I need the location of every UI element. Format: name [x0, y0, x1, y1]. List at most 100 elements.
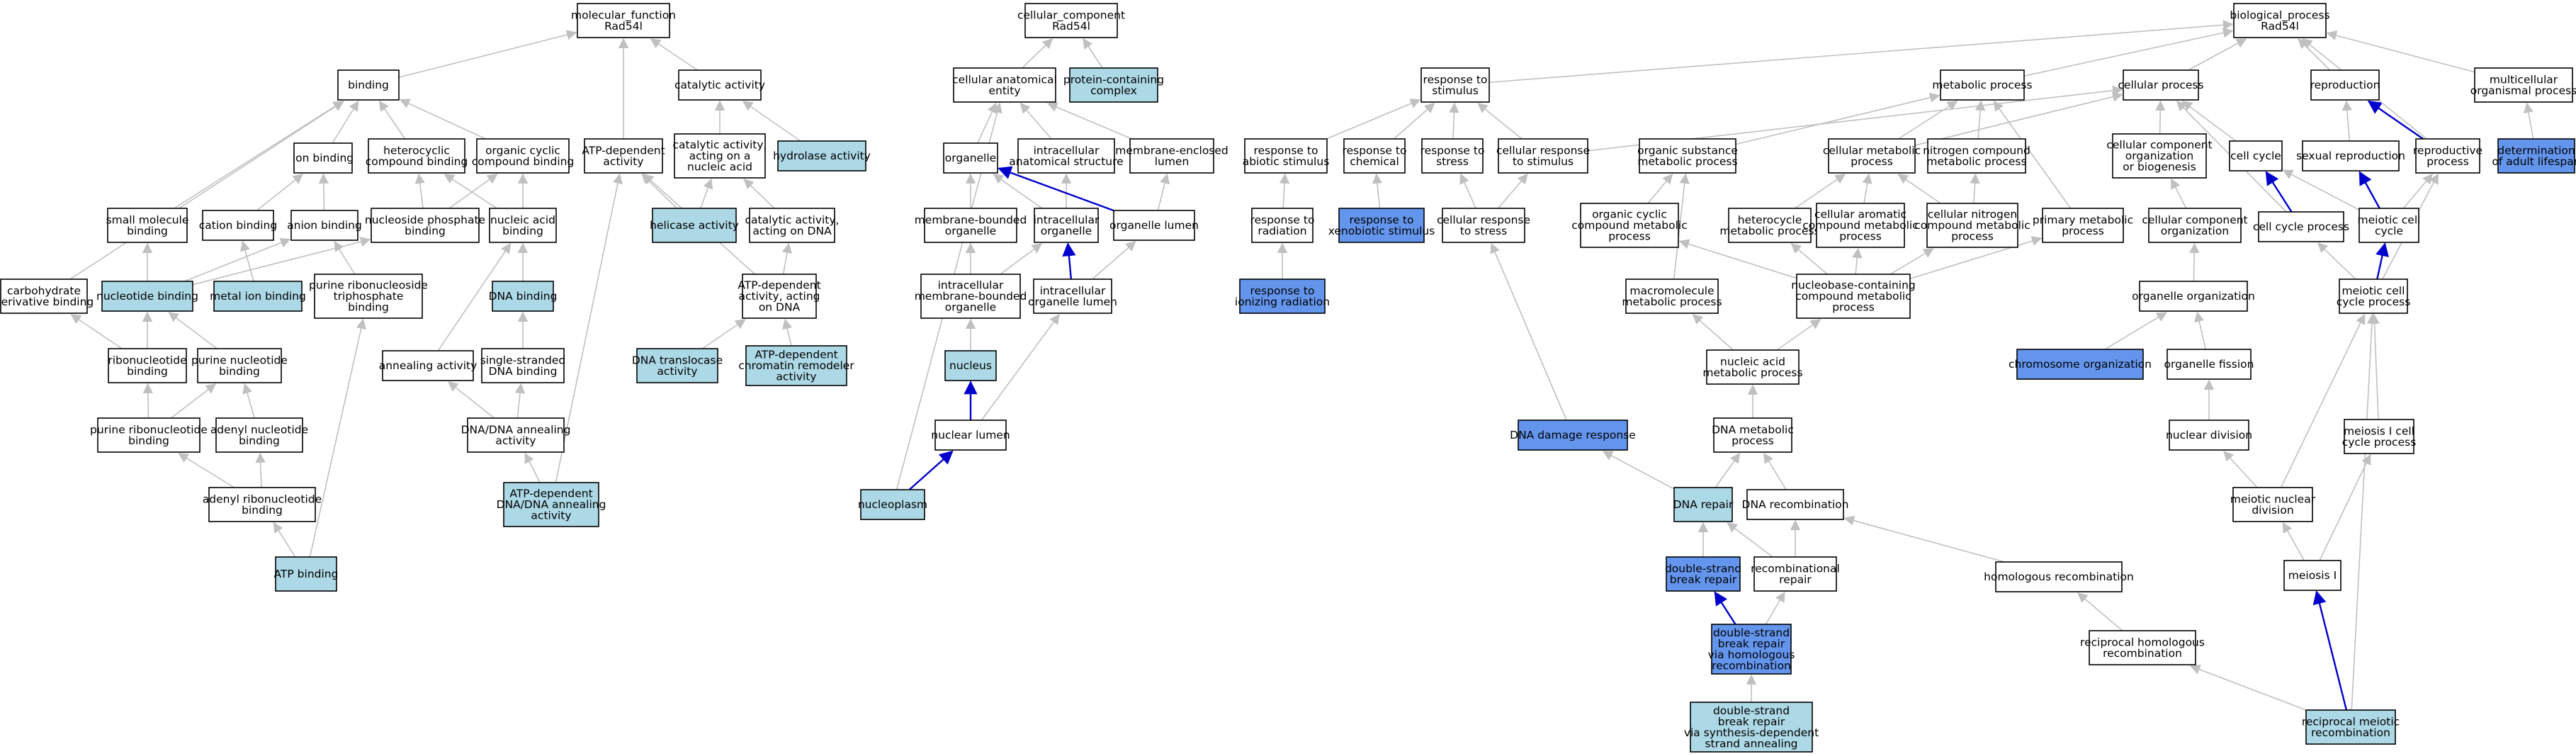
go-term-node-ionbind[interactable]: ion binding	[293, 142, 354, 174]
go-term-node-nuclumen[interactable]: nuclear lumen	[931, 420, 1010, 451]
go-term-node-orgfission[interactable]: organelle fission	[2164, 349, 2254, 380]
go-term-node-orglumen[interactable]: organelle lumen	[1109, 210, 1199, 241]
go-term-node-dnabind[interactable]: DNA binding	[489, 281, 558, 312]
go-term-node-catdna[interactable]: catalytic activity,acting on DNA	[745, 208, 840, 243]
go-term-node-nucdiv[interactable]: nuclear division	[2166, 420, 2252, 451]
go-term-node-meiosisI[interactable]: meiosis I	[2283, 560, 2341, 591]
go-term-node-homrecomb[interactable]: homologous recombination	[1984, 561, 2134, 592]
go-term-node-nucleus[interactable]: nucleus	[944, 350, 997, 381]
go-term-node-catalytic[interactable]: catalytic activity	[674, 69, 765, 101]
go-term-node-nucbind[interactable]: nucleotide binding	[96, 281, 198, 312]
go-term-node-organelle[interactable]: organelle	[943, 142, 998, 174]
go-term-node-anion[interactable]: anion binding	[287, 210, 362, 241]
go-term-node-atpbind[interactable]: ATP binding	[274, 556, 339, 592]
go-term-node-hydrolase[interactable]: hydrolase activity	[773, 140, 871, 171]
go-term-node-orgorg[interactable]: organelle organization	[2132, 281, 2255, 312]
go-term-node-nucleoplasm[interactable]: nucleoplasm	[858, 489, 927, 520]
go-term-node-cellcycleproc[interactable]: cell cycle process	[2253, 211, 2349, 242]
go-term-node-dnarecomb[interactable]: DNA recombination	[1742, 489, 1849, 520]
go-term-node-cellcycle[interactable]: cell cycle	[2229, 140, 2283, 171]
go-term-node-chromorg[interactable]: chromosome organization	[2009, 349, 2152, 380]
go-term-node-reproduction[interactable]: reproduction	[2310, 69, 2380, 101]
go-term-node-metalion[interactable]: metal ion binding	[210, 281, 306, 312]
go-term-node-helicase[interactable]: helicase activity	[650, 208, 739, 243]
go-term-node-cation[interactable]: cation binding	[199, 210, 277, 241]
go-term-node-binding[interactable]: binding	[337, 69, 400, 101]
go-term-node-cellproc[interactable]: cellular process	[2118, 69, 2204, 101]
go-term-node-dnarepair[interactable]: DNA repair	[1673, 487, 1734, 522]
go-term-node-annealing[interactable]: annealing activity	[379, 350, 478, 381]
go-term-node-metab[interactable]: metabolic process	[1932, 69, 2033, 101]
go-term-node-dnadamage[interactable]: DNA damage response	[1510, 420, 1636, 451]
go-term-node-sexrepro[interactable]: sexual reproduction	[2296, 140, 2405, 171]
